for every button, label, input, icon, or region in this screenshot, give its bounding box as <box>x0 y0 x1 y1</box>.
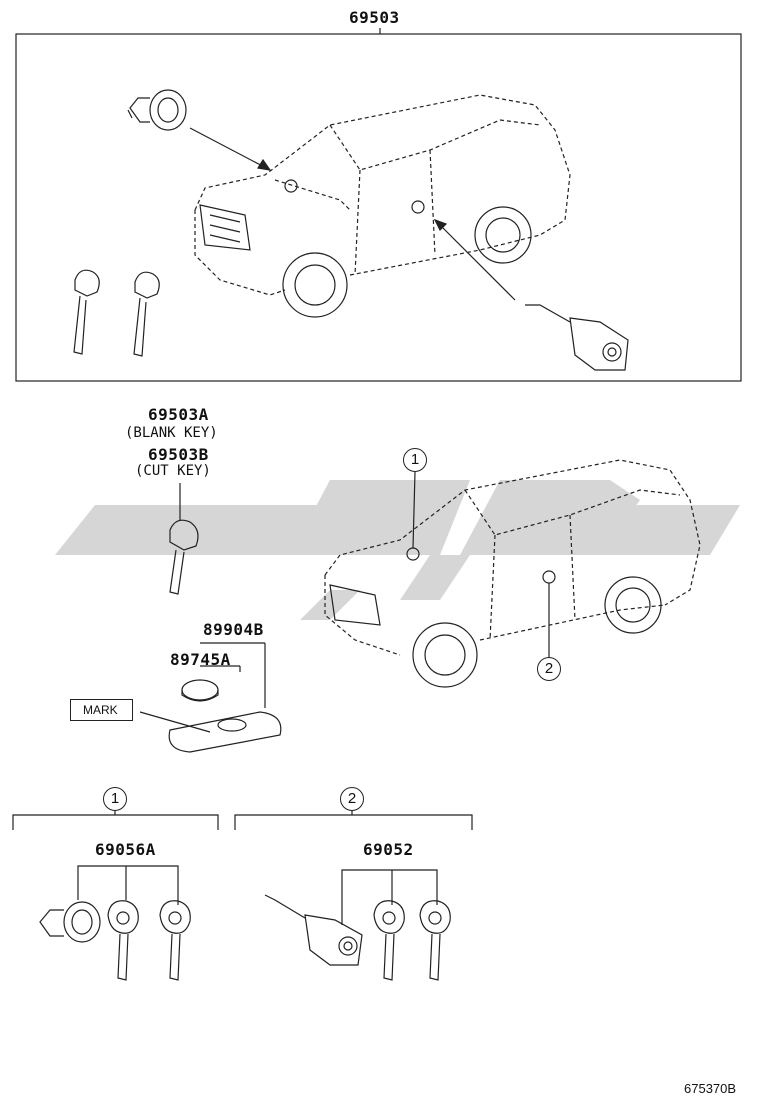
part-number-set-1: 69056A <box>95 840 156 859</box>
set2-door-lock <box>264 894 363 966</box>
callout-1-section: 1 <box>103 787 127 811</box>
callout-2-vehicle: 2 <box>537 657 561 681</box>
lock-cylinder-top <box>127 89 187 131</box>
set1-cylinder <box>39 901 101 943</box>
part-number-set: 69503 <box>349 8 400 27</box>
figure-number: 675370B <box>684 1081 737 1096</box>
vehicle-top-solid <box>199 179 532 318</box>
remote-fob <box>168 711 282 753</box>
mark-label: MARK <box>70 699 133 721</box>
set2-key-b <box>419 900 451 981</box>
part-number-set-2: 69052 <box>363 840 414 859</box>
set1-key-a <box>107 900 139 981</box>
part-number-battery: 89745A <box>170 650 231 669</box>
keys-top <box>73 269 160 357</box>
door-lock-top <box>525 304 629 371</box>
part-number-blank-key: 69503A <box>148 405 209 424</box>
blank-key-note: (BLANK KEY) <box>125 425 218 441</box>
vehicle-middle <box>324 459 701 656</box>
vehicle-middle-solid <box>329 547 662 688</box>
callout-2-section: 2 <box>340 787 364 811</box>
set2-key-a <box>373 900 405 981</box>
set1-key-b <box>159 900 191 981</box>
key-blank-cut <box>169 519 199 595</box>
part-number-cut-key: 69503B <box>148 445 209 464</box>
vehicle-top <box>194 94 571 296</box>
cut-key-note: (CUT KEY) <box>135 463 211 479</box>
callout-1-vehicle: 1 <box>403 448 427 472</box>
part-number-remote: 89904B <box>203 620 264 639</box>
